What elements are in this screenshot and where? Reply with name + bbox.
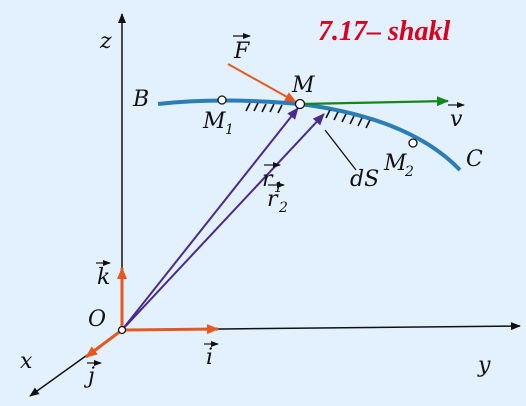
hatching: [245, 102, 371, 129]
figure-caption: 7.17– shakl: [318, 16, 450, 47]
point-origin: [117, 325, 127, 335]
point-m: [294, 98, 306, 110]
point-m1: [217, 95, 227, 105]
force-label: F: [233, 39, 250, 64]
radius-r2-label: r: [267, 187, 279, 212]
origin-label: O: [88, 307, 106, 332]
curve-end-label-c: C: [466, 147, 483, 172]
radius-r2-subscript: 2: [278, 200, 288, 216]
unit-vector-j: [85, 328, 123, 359]
arc-element-label: dS: [350, 167, 379, 192]
z-axis-label: z: [99, 29, 112, 54]
radius-vector-r2: [121, 113, 325, 331]
point-m1-label: M: [202, 109, 226, 134]
point-m2-label: M: [383, 151, 407, 176]
point-m-label: M: [291, 73, 315, 98]
curve-start-label-b: B: [132, 87, 149, 112]
unit-k-label: k: [97, 265, 110, 290]
unit-j-label: j: [83, 364, 95, 389]
velocity-label: v: [450, 107, 463, 132]
vector-overbars: [87, 33, 465, 366]
ds-leader-line: [324, 129, 357, 171]
velocity-vector-v: [299, 96, 449, 107]
y-axis-label: y: [477, 353, 491, 378]
radius-r1-label: r: [262, 167, 274, 192]
unit-vector-i: [121, 324, 219, 335]
radius-vector-r1: [121, 107, 299, 331]
point-m1-subscript: 1: [225, 122, 234, 138]
radius-r1-subscript: 1: [274, 180, 283, 196]
point-m2-subscript: 2: [404, 164, 414, 180]
x-axis-label: x: [20, 349, 33, 374]
point-m2: [408, 138, 418, 148]
force-vector-f: [227, 63, 297, 103]
unit-i-label: i: [206, 345, 213, 370]
